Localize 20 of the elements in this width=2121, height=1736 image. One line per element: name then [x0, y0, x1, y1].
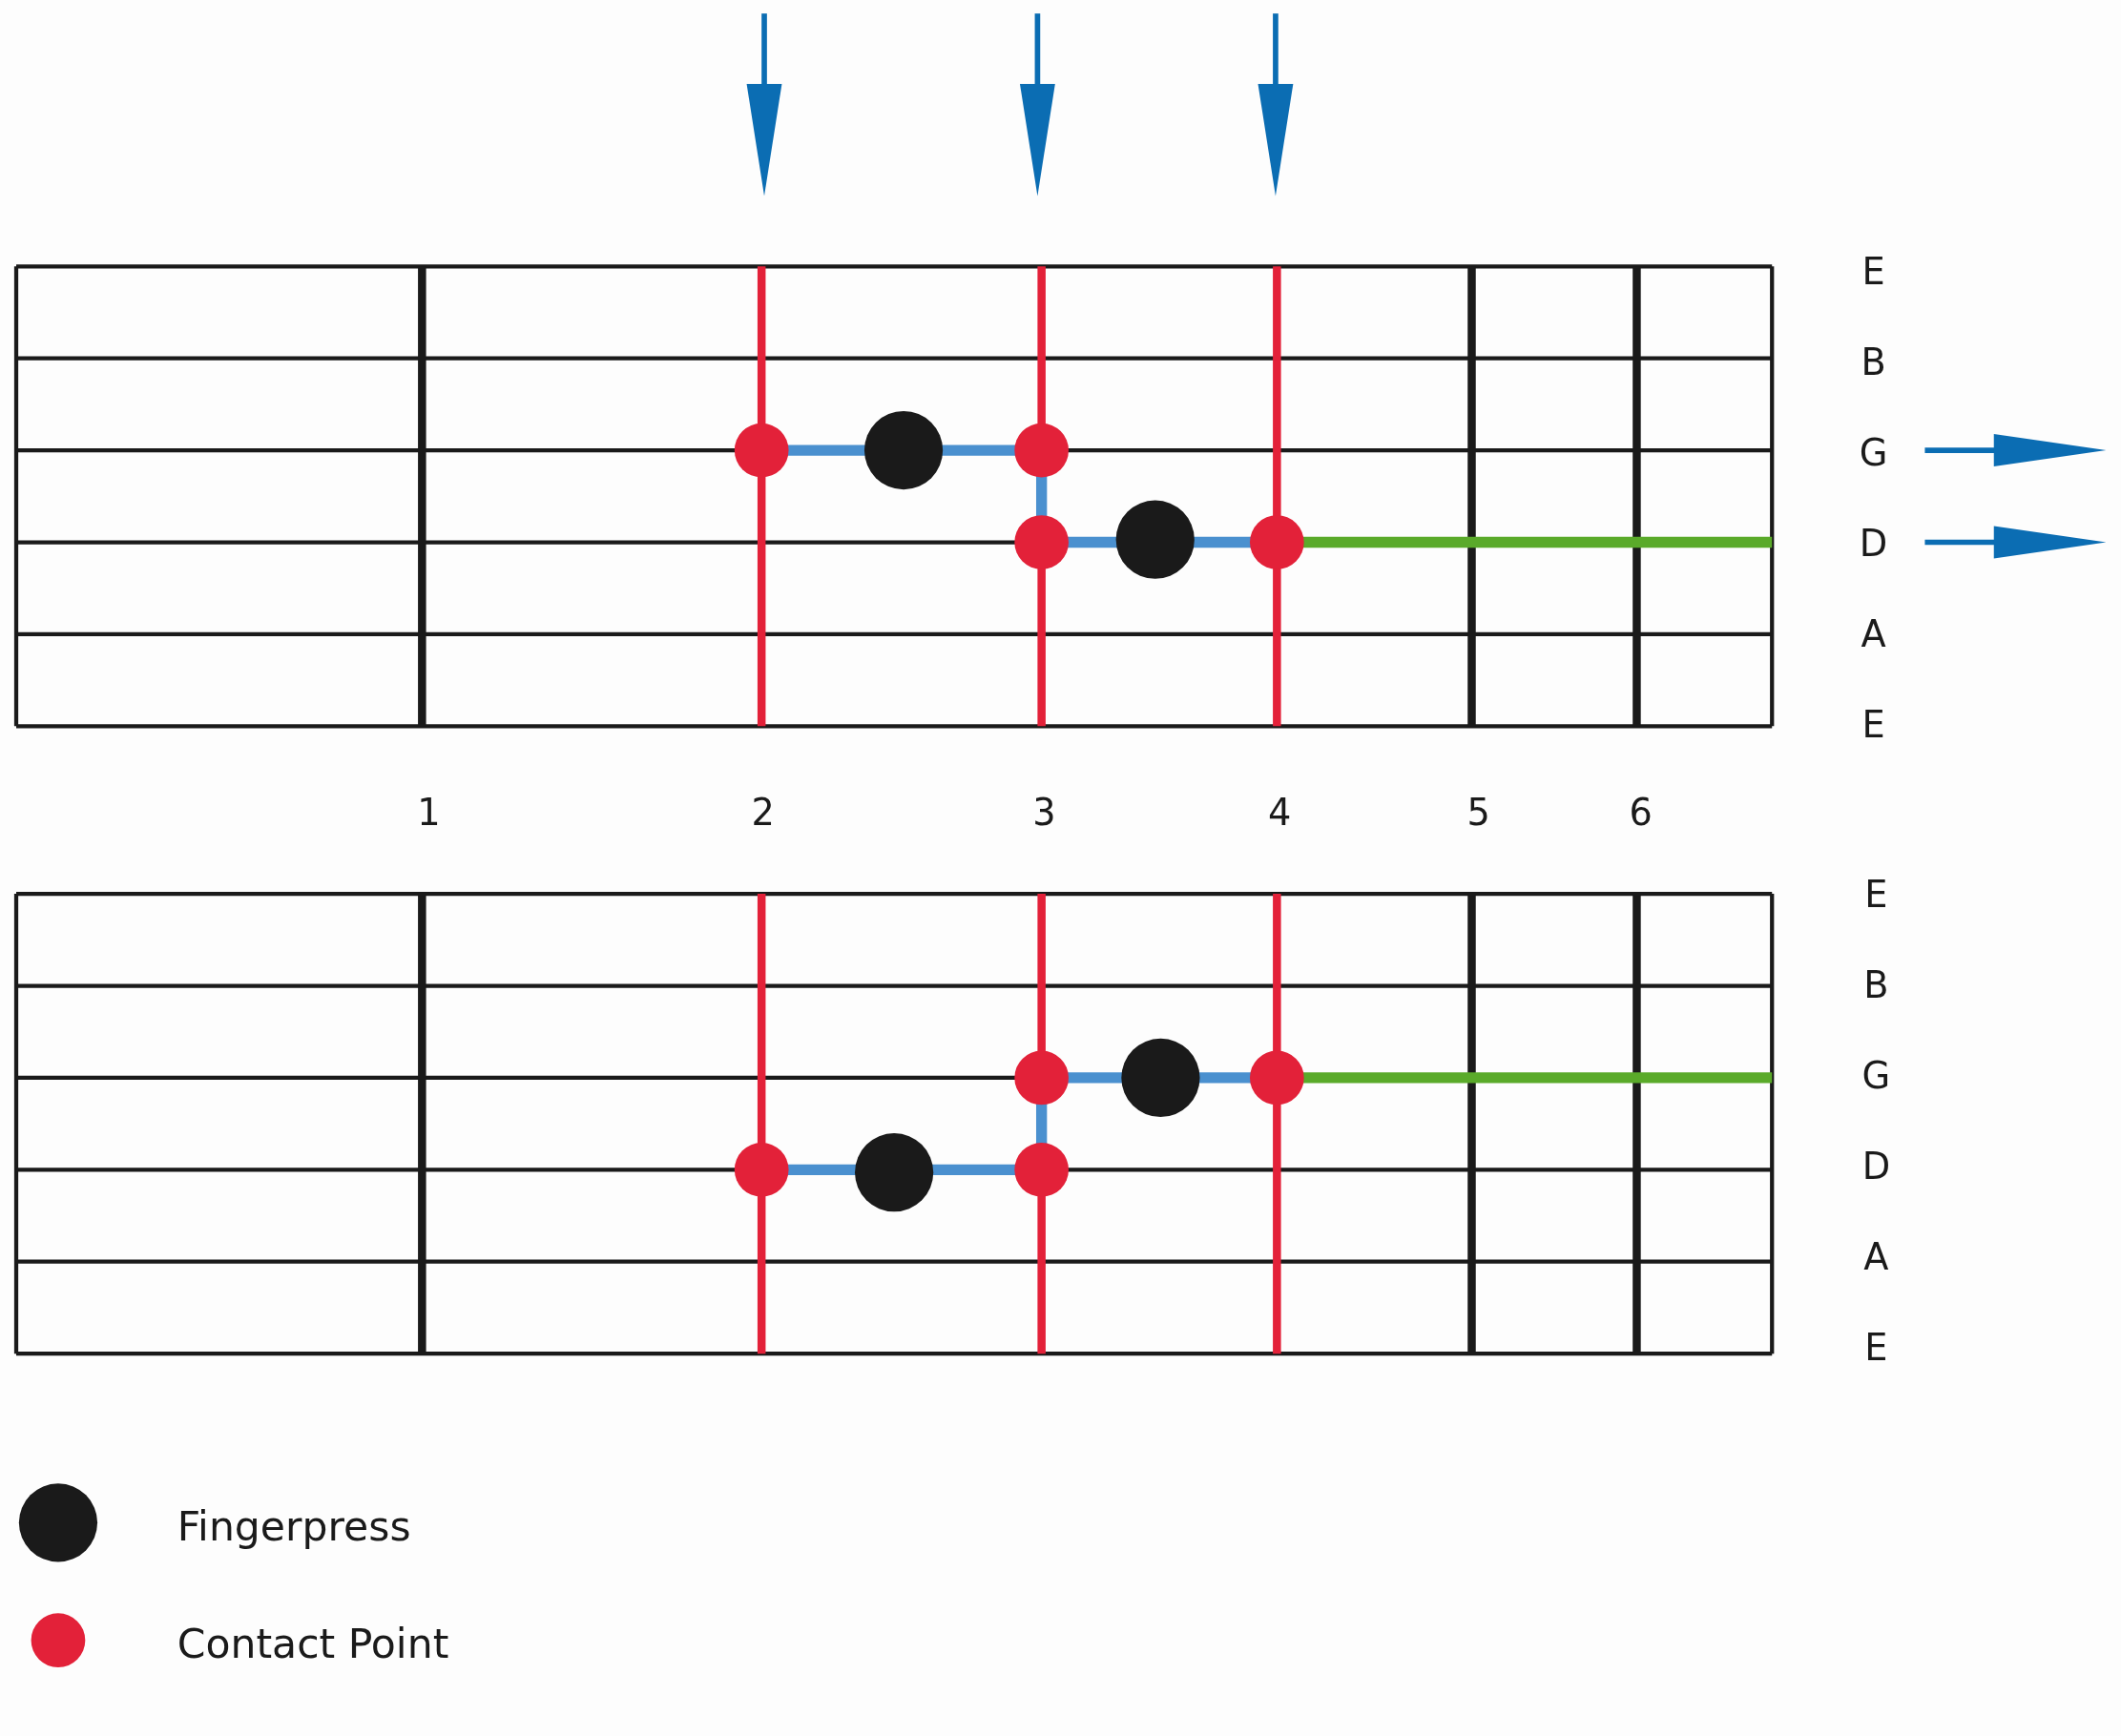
legend-label: Fingerpress	[177, 1503, 411, 1550]
fret-number: 3	[1032, 792, 1056, 834]
string-name: B	[1863, 965, 1889, 1006]
string-name: E	[1864, 875, 1888, 916]
string-name: G	[1861, 1056, 1891, 1097]
legend-label: Contact Point	[177, 1621, 449, 1668]
fret-number: 4	[1268, 792, 1292, 834]
fret-number: 2	[751, 792, 775, 834]
fret-number: 5	[1466, 792, 1490, 834]
string-name: E	[1861, 251, 1885, 293]
fret-number: 1	[417, 792, 441, 834]
string-name: D	[1859, 523, 1888, 565]
string-name: E	[1861, 704, 1885, 746]
string-name: E	[1864, 1328, 1888, 1369]
string-name: G	[1859, 432, 1888, 474]
string-name: A	[1861, 613, 1886, 655]
string-name: B	[1861, 341, 1886, 383]
string-name: A	[1863, 1237, 1889, 1278]
string-name: D	[1861, 1147, 1891, 1188]
fret-number: 6	[1629, 792, 1653, 834]
